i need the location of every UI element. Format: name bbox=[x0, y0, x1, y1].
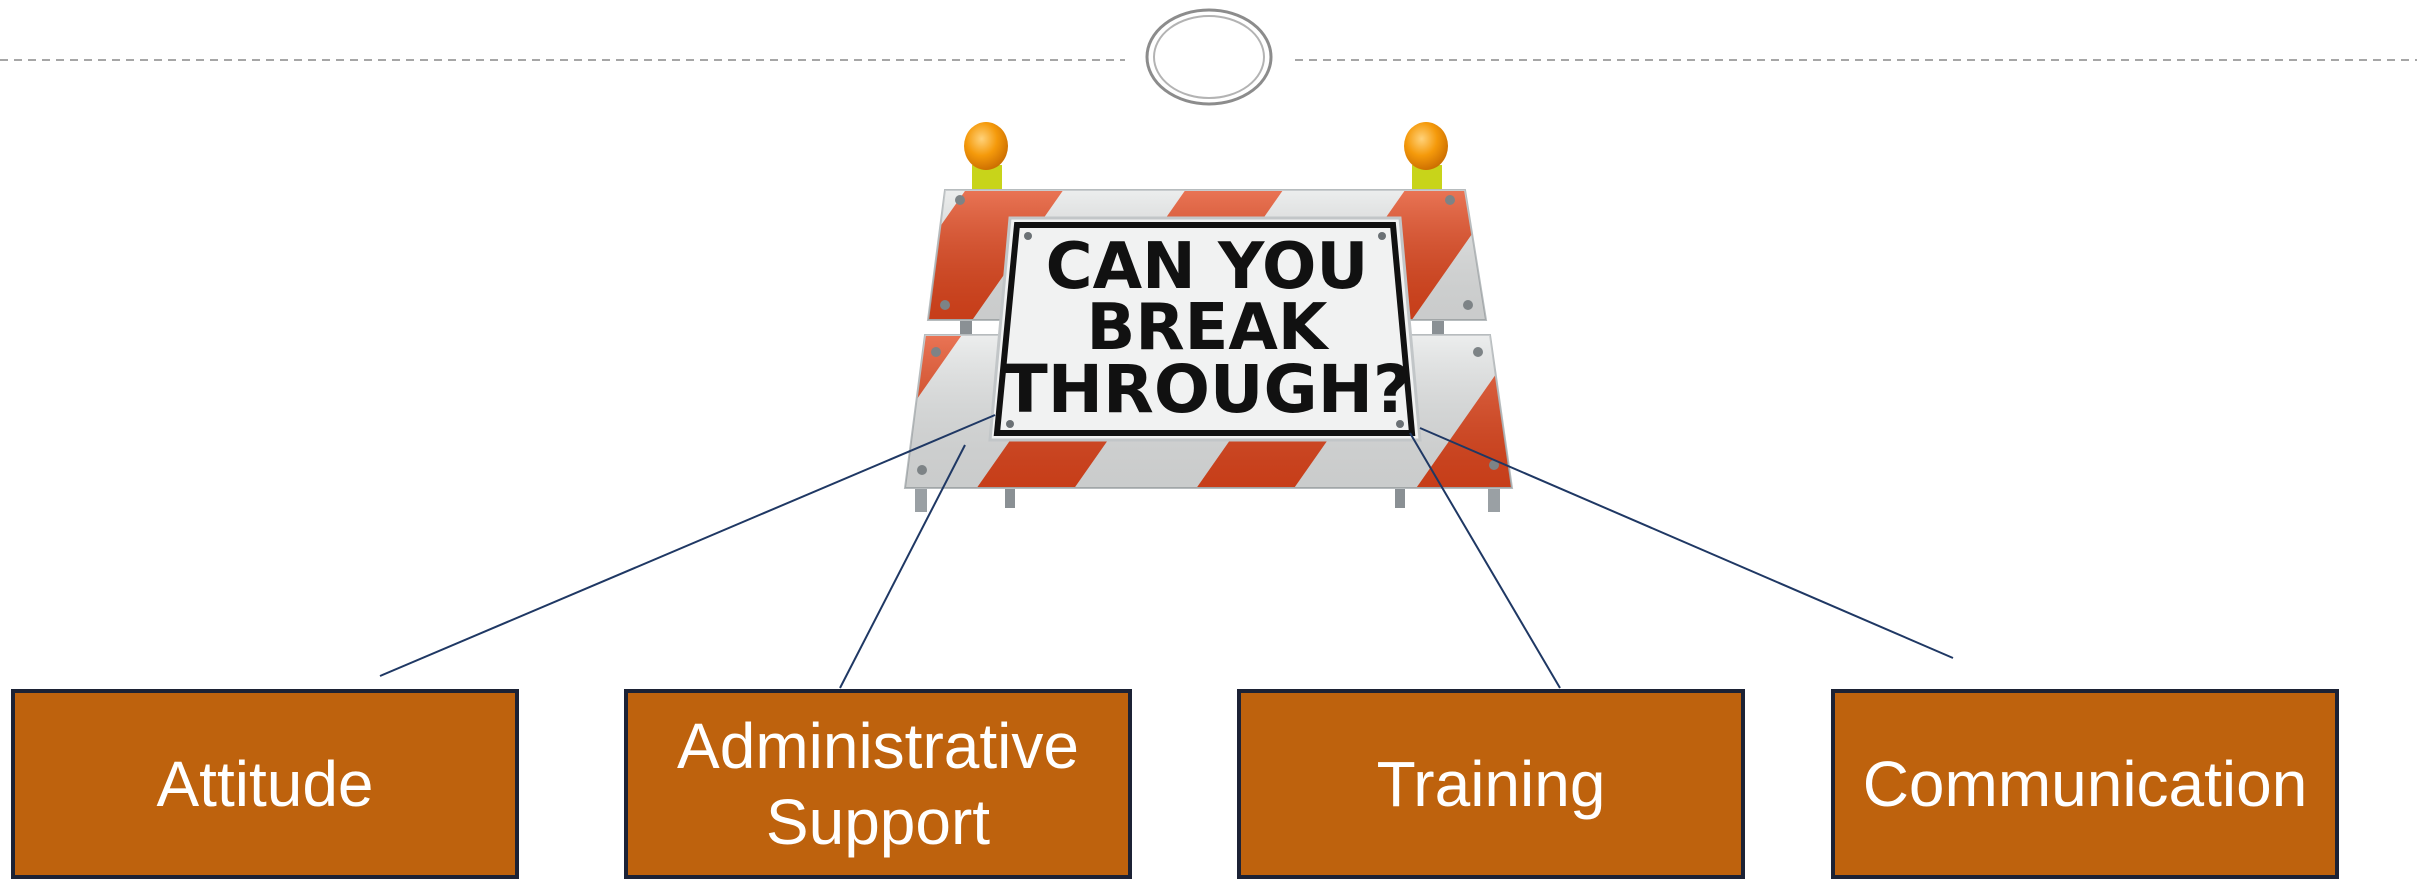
warning-light-left bbox=[964, 122, 1008, 189]
sign-panel: CAN YOU BREAK THROUGH? bbox=[988, 216, 1422, 442]
communication-box: Communication bbox=[1831, 689, 2339, 879]
attitude-label: Attitude bbox=[156, 748, 374, 820]
attitude-box: Attitude bbox=[11, 689, 519, 879]
training-label: Training bbox=[1376, 748, 1606, 820]
administrative-support-box: Administrative Support bbox=[624, 689, 1132, 879]
warning-light-right bbox=[1404, 122, 1448, 189]
sign-text-line-1: CAN YOU bbox=[1046, 230, 1369, 304]
connector-administrative-support bbox=[839, 444, 966, 689]
connector-training bbox=[1409, 432, 1561, 689]
top-ornament-ring bbox=[1145, 8, 1273, 106]
communication-label: Communication bbox=[1862, 748, 2308, 820]
administrative-support-label-line-2: Support bbox=[765, 786, 991, 858]
administrative-support-label-line-1: Administrative bbox=[677, 710, 1079, 782]
connector-attitude bbox=[379, 414, 996, 677]
training-box: Training bbox=[1237, 689, 1745, 879]
sign-text-line-2: BREAK bbox=[1087, 291, 1330, 365]
connector-communication bbox=[1419, 427, 1954, 659]
sign-text-line-3: THROUGH? bbox=[1003, 351, 1411, 428]
